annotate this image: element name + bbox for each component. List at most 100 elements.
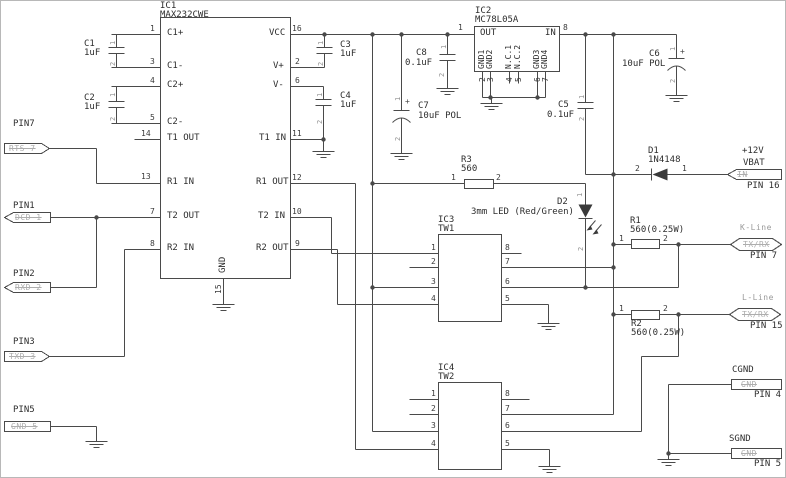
label-r3-ref: R3 (461, 155, 472, 165)
label-ic4-num-1: 1 (431, 389, 436, 398)
pin5-tag (4, 421, 51, 432)
label-c6-value: 10uF POL (622, 59, 666, 69)
label-c3-t1: 1 (317, 40, 325, 45)
label-c4-ref: C4 (340, 91, 351, 101)
label-c7-t2: 2 (394, 136, 402, 141)
label-ic1-pn-c1p: C1+ (167, 28, 184, 38)
label-ic1-num-6: 6 (295, 76, 300, 85)
label-d1-num-2: 2 (635, 164, 640, 173)
label-ic1-pn-t1out: T1 OUT (167, 133, 200, 143)
label-ic1-pn-c2m: C2- (167, 117, 184, 127)
c7-arc (392, 117, 411, 123)
label-ic2-num-5: 5 (514, 77, 523, 82)
junction-dots (94, 32, 681, 456)
label-c7-plus: + (405, 97, 410, 106)
label-c3-ref: C3 (340, 40, 351, 50)
label-vbat-tag-text: IN (737, 170, 748, 179)
label-ic3-ref: IC3 (438, 215, 455, 225)
label-ic3-num-2: 2 (431, 257, 436, 266)
label-c4-value: 1uF (340, 100, 357, 110)
label-c8-t1: 1 (440, 44, 448, 49)
label-c6-t2: 2 (669, 78, 677, 83)
wires (49, 34, 732, 467)
label-c6-ref: C6 (649, 49, 660, 59)
d2-arrow-head-1 (586, 225, 593, 231)
label-ic3-num-1: 1 (431, 243, 436, 252)
label-ic1-num-15: 15 (214, 284, 223, 294)
label-ic1-pn-t1in: T1 IN (259, 133, 287, 143)
label-c8-ref: C8 (416, 48, 427, 58)
label-kline-name: K-Line (740, 223, 772, 232)
label-ic2-ref: IC2 (475, 6, 492, 16)
ic-bodies (160, 17, 560, 470)
label-ic4-num-7: 7 (505, 404, 510, 413)
label-ic4-num-8: 8 (505, 389, 510, 398)
label-ic2-pn-nc1: N.C.1 (504, 44, 513, 69)
label-ic3-num-4: 4 (431, 294, 436, 303)
label-d2-t1: 1 (576, 192, 584, 197)
label-ic2-num-3: 3 (486, 77, 495, 82)
d2-arrow-head-2 (592, 229, 599, 235)
label-ic3-num-5: 5 (505, 294, 510, 303)
label-r2-ref: R2 (631, 319, 642, 329)
label-d2-t2: 2 (577, 246, 585, 251)
label-c4-t1: 1 (316, 92, 324, 97)
label-c1-t1: 1 (109, 40, 117, 45)
label-sgnd-pin: PIN 5 (754, 459, 782, 469)
r3-body (464, 179, 494, 189)
label-lline-tag-text: TX/RX (742, 310, 769, 319)
label-ic4-num-4: 4 (431, 439, 436, 448)
label-ic1-num-1: 1 (150, 24, 155, 33)
label-c2-t1: 1 (109, 92, 117, 97)
pin7-tag (4, 143, 51, 154)
label-c6-t1: 1 (669, 46, 677, 51)
label-pin5-tag-text: GND 5 (11, 422, 38, 431)
label-r1-ref: R1 (630, 216, 641, 226)
label-ic1-pn-r2out: R2 OUT (256, 243, 289, 253)
label-ic1-num-14: 14 (141, 129, 151, 138)
label-ic3-num-3: 3 (431, 277, 436, 286)
cgnd-tag (731, 379, 782, 390)
label-vbat-pin: PIN 16 (747, 181, 780, 191)
label-ic1-pn-r1out: R1 OUT (256, 177, 289, 187)
lline-tag (728, 308, 782, 321)
label-ic4-num-6: 6 (505, 421, 510, 430)
label-r1-value: 560(0.25W) (630, 225, 685, 235)
label-ic1-num-8: 8 (150, 239, 155, 248)
pin1-tag (3, 212, 51, 223)
label-sgnd-name: SGND (729, 434, 751, 444)
label-kline-pin: PIN 7 (750, 251, 778, 261)
label-c4-t2: 2 (316, 119, 324, 124)
sgnd-tag (731, 448, 782, 459)
label-ic1-pn-r1in: R1 IN (167, 177, 195, 187)
wires-bottom-right (409, 244, 732, 467)
label-ic1-num-12: 12 (292, 173, 302, 182)
label-ic2-num-1: 1 (458, 23, 463, 32)
wires-middle (290, 34, 679, 450)
label-port-pin1: PIN1 (13, 201, 35, 211)
label-ic2-pn-gnd4: GND4 (540, 49, 549, 69)
label-ic1-num-11: 11 (292, 129, 302, 138)
label-r3-num-2: 2 (496, 173, 501, 182)
label-ic1-num-13: 13 (141, 172, 151, 181)
label-r2-value: 560(0.25W) (631, 328, 686, 338)
label-ic1-num-5: 5 (150, 113, 155, 122)
label-cgnd-tag-text: GND (741, 380, 757, 389)
label-vbat-name: VBAT (743, 158, 765, 168)
label-ic2-pn-gnd2: GND2 (485, 49, 494, 69)
label-lline-pin: PIN 15 (750, 321, 783, 331)
resistor-bodies (464, 179, 660, 320)
label-port-pin3: PIN3 (13, 337, 35, 347)
label-r2-num-1: 1 (619, 304, 624, 313)
label-lline-name: L-Line (742, 293, 774, 302)
label-ic1-pn-t2out: T2 OUT (167, 211, 200, 221)
label-ic1-pn-c2p: C2+ (167, 80, 184, 90)
label-ic2-num-7: 7 (541, 77, 550, 82)
label-port-pin7: PIN7 (13, 119, 35, 129)
diodes (578, 168, 668, 235)
label-pin3-tag-text: TXD 3 (9, 352, 36, 361)
label-c5-t1: 1 (578, 94, 586, 99)
label-ic2-pn-in: IN (545, 28, 556, 38)
